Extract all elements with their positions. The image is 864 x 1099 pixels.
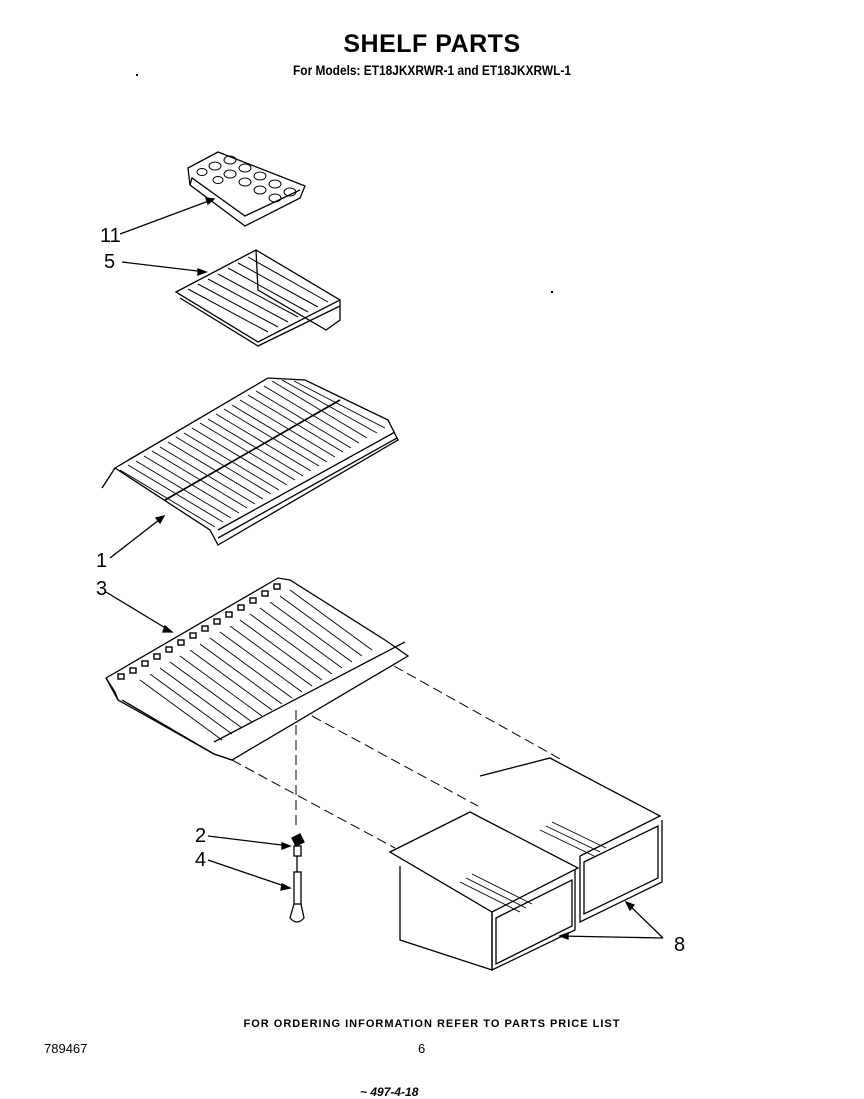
callout-2: 2	[195, 825, 207, 847]
crisper-cover-illustration	[105, 577, 410, 761]
page-number: 6	[418, 1041, 426, 1056]
callout-11: 11	[100, 225, 121, 247]
small-wire-shelf-illustration	[174, 249, 342, 347]
speck	[551, 291, 553, 293]
callout-8: 8	[674, 934, 686, 956]
ice-tray-illustration	[187, 151, 306, 227]
crisper-pans-illustration	[388, 757, 663, 972]
document-number: 789467	[44, 1041, 88, 1056]
ordering-note: FOR ORDERING INFORMATION REFER TO PARTS …	[243, 1018, 621, 1030]
callout-3: 3	[96, 578, 108, 600]
wire-shelf-illustration	[101, 377, 399, 546]
callout-5: 5	[104, 251, 116, 273]
callout-1: 1	[96, 550, 108, 572]
handwritten-stamp: ~ 497-4-18	[360, 1085, 419, 1099]
callout-4: 4	[195, 849, 207, 871]
page-title: SHELF PARTS	[343, 30, 521, 58]
support-post-illustration	[289, 833, 305, 923]
models-subtitle: For Models: ET18JKXRWR-1 and ET18JKXRWL-…	[293, 62, 571, 78]
speck	[136, 74, 138, 76]
